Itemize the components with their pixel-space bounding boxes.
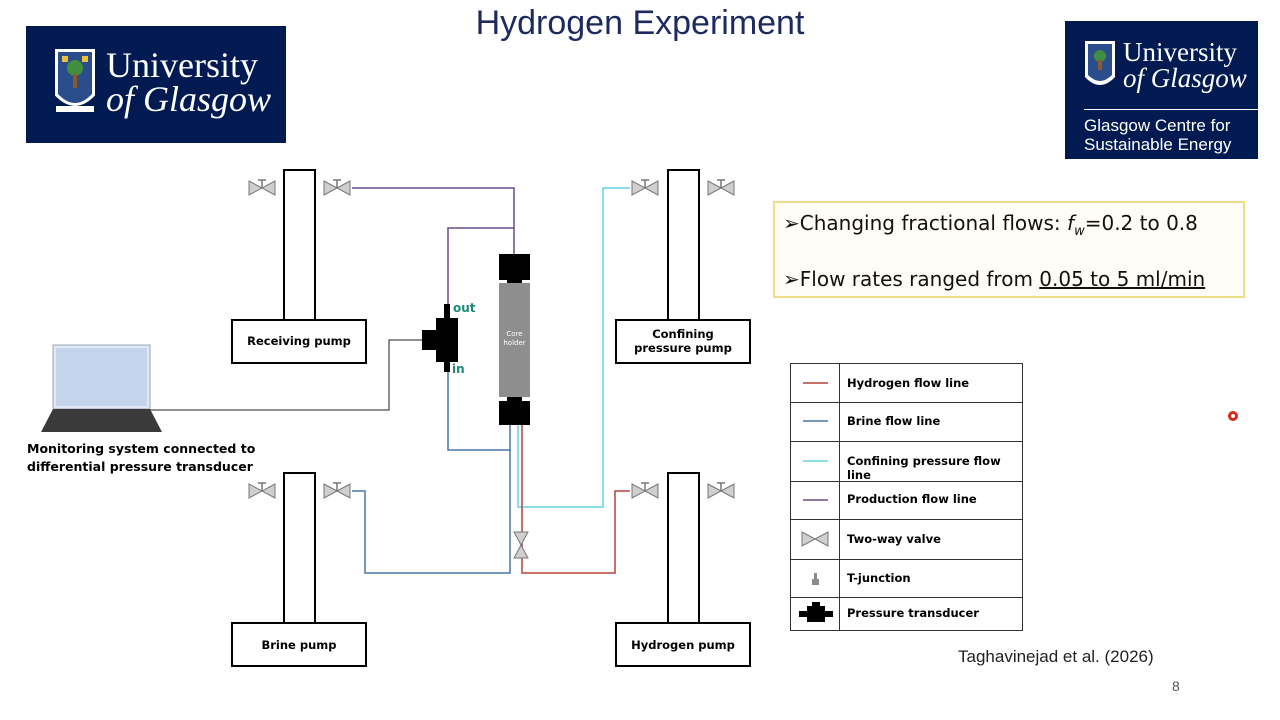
legend-label: Brine flow line	[847, 414, 941, 428]
two-way-valve-icon	[707, 482, 735, 499]
hydrogen-pump-label: Hydrogen pump	[631, 638, 735, 652]
fractional-flow-var: f	[1067, 211, 1075, 235]
laser-pointer-center	[1231, 414, 1235, 418]
logo-right-sub2: Sustainable Energy	[1084, 135, 1232, 154]
two-way-valve-icon	[248, 482, 276, 499]
receiving-pump	[231, 169, 367, 364]
laptop-icon	[41, 344, 162, 432]
conditions-callout: ➢Changing fractional flows: fw=0.2 to 0.…	[773, 201, 1245, 298]
gcse-logo-right: University of Glasgow Glasgow Centre for…	[1065, 21, 1258, 159]
confining-pump-label-2: pressure pump	[634, 341, 732, 355]
two-way-valve-icon	[513, 531, 529, 559]
core-holder	[499, 254, 530, 425]
legend-label: T-junction	[847, 571, 911, 585]
legend-row-confining: Confining pressure flow line	[791, 441, 1022, 482]
two-way-valve-icon	[707, 179, 735, 196]
legend-row-transducer: Pressure transducer	[791, 597, 1022, 630]
hydrogen-flow-line	[521, 422, 630, 574]
legend-row-valve: Two-way valve	[791, 519, 1022, 560]
legend-row-brine: Brine flow line	[791, 402, 1022, 442]
logo-left-motto: VIA VERITAS VITA	[55, 116, 106, 122]
legend-label: Two-way valve	[847, 532, 941, 546]
legend-row-production: Production flow line	[791, 481, 1022, 520]
two-way-valve-icon	[801, 531, 829, 547]
logo-left-line2: of Glasgow	[106, 79, 272, 119]
citation: Taghavinejad et al. (2026)	[958, 647, 1154, 666]
signal-cable	[150, 339, 424, 411]
bullet-arrow-icon: ➢	[783, 267, 800, 291]
logo-right-line1: University	[1123, 37, 1237, 67]
slide-title: Hydrogen Experiment	[475, 4, 805, 42]
monitoring-system-label: Monitoring system connected to different…	[27, 440, 287, 476]
two-way-valve-icon	[323, 482, 351, 499]
legend-row-tjunction: T-junction	[791, 559, 1022, 598]
brine-flow-line	[352, 450, 511, 574]
fractional-flow-line: ➢Changing fractional flows: fw=0.2 to 0.…	[783, 211, 1198, 239]
crest-icon	[53, 47, 97, 112]
two-way-valve-icon	[631, 179, 659, 196]
legend-label: Confining pressure flow line	[847, 454, 1001, 482]
confining-pump-label-1: Confining	[652, 327, 714, 341]
pressure-transducer-icon	[799, 602, 833, 622]
university-logo-left: University of Glasgow VIA VERITAS VITA	[26, 26, 286, 143]
brine-pump-label: Brine pump	[261, 638, 337, 652]
core-holder-label-2: holder	[503, 339, 526, 347]
confining-pressure-flow-line	[517, 187, 630, 508]
two-way-valve-icon	[248, 179, 276, 196]
flow-rate-range: 0.05 to 5 ml/min	[1039, 267, 1206, 291]
production-flow-line	[352, 187, 515, 228]
fractional-flow-sub: w	[1074, 224, 1085, 239]
fractional-flow-text: Changing fractional flows:	[799, 211, 1068, 235]
hydrogen-pump	[615, 472, 751, 667]
brine-flow-line	[447, 372, 511, 451]
fractional-flow-range: =0.2 to 0.8	[1084, 211, 1198, 235]
legend-label: Production flow line	[847, 492, 977, 506]
t-junction-icon	[812, 579, 819, 585]
monitoring-line-2: differential pressure transducer	[27, 459, 253, 474]
logo-right-sub1: Glasgow Centre for	[1084, 116, 1231, 135]
legend: Hydrogen flow line Brine flow line Confi…	[790, 363, 1023, 631]
logo-left-line1: University	[106, 45, 258, 85]
pressure-transducer-icon	[422, 304, 458, 372]
crest-icon	[1084, 41, 1258, 110]
legend-label: Pressure transducer	[847, 606, 979, 620]
transducer-out-label: out	[453, 301, 476, 315]
core-holder-label-1: Core	[506, 330, 523, 338]
monitoring-line-1: Monitoring system connected to	[27, 441, 256, 456]
flow-rate-line: ➢Flow rates ranged from 0.05 to 5 ml/min	[783, 267, 1205, 291]
brine-pump	[231, 472, 367, 667]
confining-pressure-pump	[615, 169, 751, 364]
flow-rate-text: Flow rates ranged from	[799, 267, 1040, 291]
two-way-valve-icon	[631, 482, 659, 499]
page-number: 8	[1172, 678, 1180, 694]
logo-right-line2: of Glasgow	[1123, 63, 1247, 93]
legend-label: Hydrogen flow line	[847, 376, 970, 390]
two-way-valve-icon	[323, 179, 351, 196]
bullet-arrow-icon: ➢	[783, 211, 800, 235]
legend-row-hydrogen: Hydrogen flow line	[791, 364, 1022, 403]
production-flow-line	[447, 227, 514, 306]
transducer-in-label: in	[452, 362, 465, 376]
receiving-pump-label: Receiving pump	[247, 334, 351, 348]
